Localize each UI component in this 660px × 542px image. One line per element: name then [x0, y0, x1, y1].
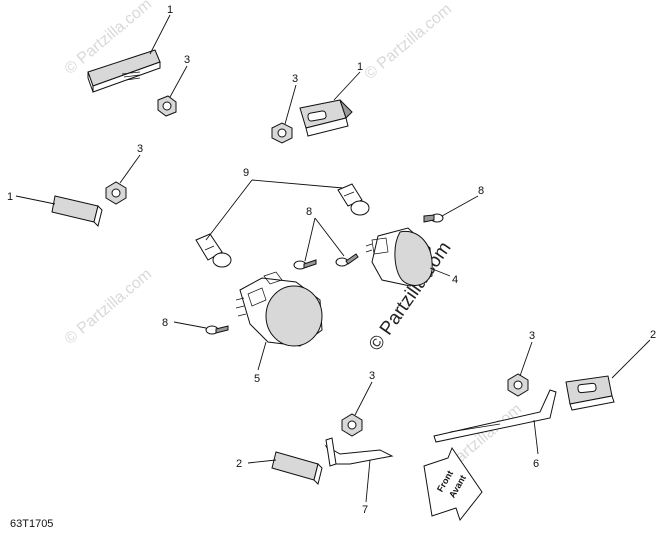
front-direction-arrow: Front Avant	[423, 446, 483, 522]
part-reflector-strip-top	[87, 49, 161, 93]
callout-1: 1	[357, 61, 363, 73]
callout-8: 8	[162, 317, 168, 329]
part-reflector-right	[565, 375, 615, 411]
part-screw-4	[205, 325, 229, 335]
callout-5: 5	[254, 373, 260, 385]
part-nut-3	[105, 181, 127, 205]
callout-3: 3	[369, 370, 375, 382]
callout-8: 8	[306, 206, 312, 218]
callout-2: 2	[650, 329, 656, 341]
callout-1: 1	[167, 4, 173, 16]
diagram-code: 63T1705	[10, 518, 54, 530]
callout-4: 4	[452, 274, 458, 286]
part-bracket-small	[324, 437, 394, 467]
part-bulb-left	[195, 233, 232, 268]
callout-3: 3	[292, 73, 298, 85]
part-screw-2	[335, 253, 359, 267]
part-bracket-long	[433, 389, 557, 443]
watermark-text: © Partzilla.com	[62, 266, 156, 348]
callout-6: 6	[533, 458, 539, 470]
callout-7: 7	[362, 504, 368, 516]
part-screw-3	[423, 213, 444, 223]
part-lamp-right	[365, 227, 433, 287]
callout-3: 3	[529, 330, 535, 342]
callout-3: 3	[137, 143, 143, 155]
callout-1: 1	[7, 191, 13, 203]
part-reflector-left	[51, 195, 103, 227]
part-nut-5	[507, 373, 529, 397]
watermark-text: © Partzilla.com	[362, 1, 456, 83]
callout-9: 9	[243, 167, 249, 179]
callout-8: 8	[478, 185, 484, 197]
part-reflector-bottom	[271, 451, 323, 485]
callout-2: 2	[236, 458, 242, 470]
part-nut-2	[271, 122, 293, 144]
part-nut-4	[341, 413, 363, 437]
part-bulb-right	[337, 183, 370, 216]
part-nut-1	[157, 95, 177, 117]
part-lamp-left	[235, 271, 323, 347]
part-marker-lamp-top	[299, 99, 353, 137]
callout-3: 3	[184, 54, 190, 66]
part-screw-1	[293, 259, 317, 270]
